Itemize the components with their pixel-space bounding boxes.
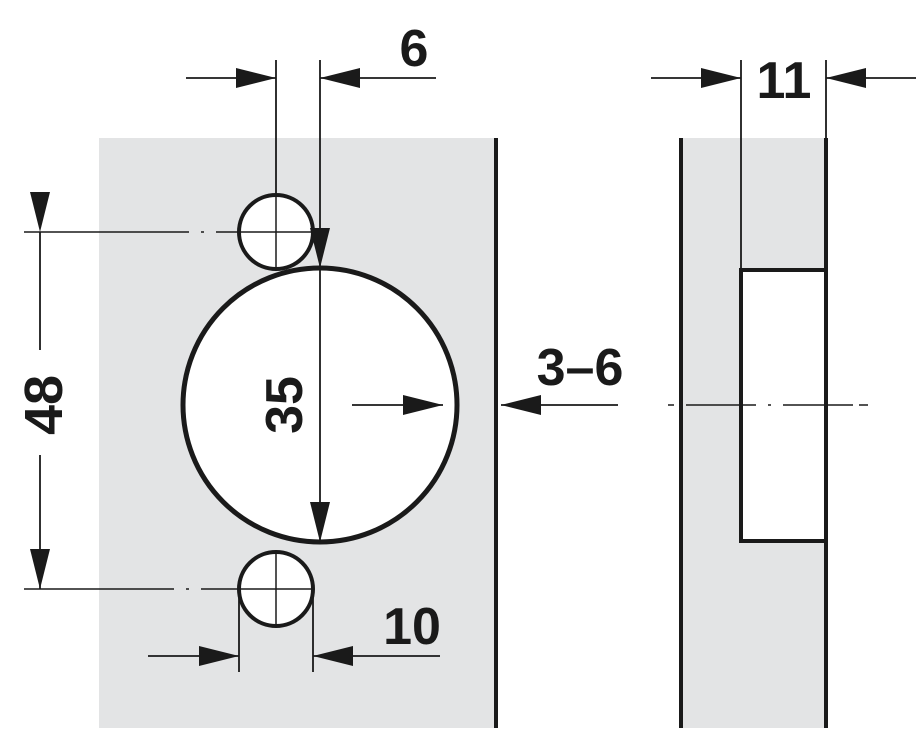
dimension-48-label: 48: [14, 375, 74, 435]
dimension-11: 11: [651, 52, 916, 270]
dimension-48: 48: [14, 192, 74, 589]
front-view: 48 35 3–6 6 10: [14, 20, 623, 728]
dimension-3-6-label: 3–6: [537, 339, 624, 397]
dimension-3-6: 3–6: [501, 339, 624, 415]
side-view: 11: [651, 52, 916, 728]
screw-hole-top: [237, 193, 315, 271]
dimension-6: 6: [186, 20, 436, 268]
dimension-10-label: 10: [383, 598, 441, 656]
dimension-11-label: 11: [757, 52, 812, 110]
dimension-35: 35: [256, 228, 330, 542]
dimension-10: 10: [148, 589, 441, 672]
dimension-35-label: 35: [256, 376, 314, 434]
dimension-6-label: 6: [400, 20, 429, 78]
screw-hole-bottom: [237, 550, 315, 628]
